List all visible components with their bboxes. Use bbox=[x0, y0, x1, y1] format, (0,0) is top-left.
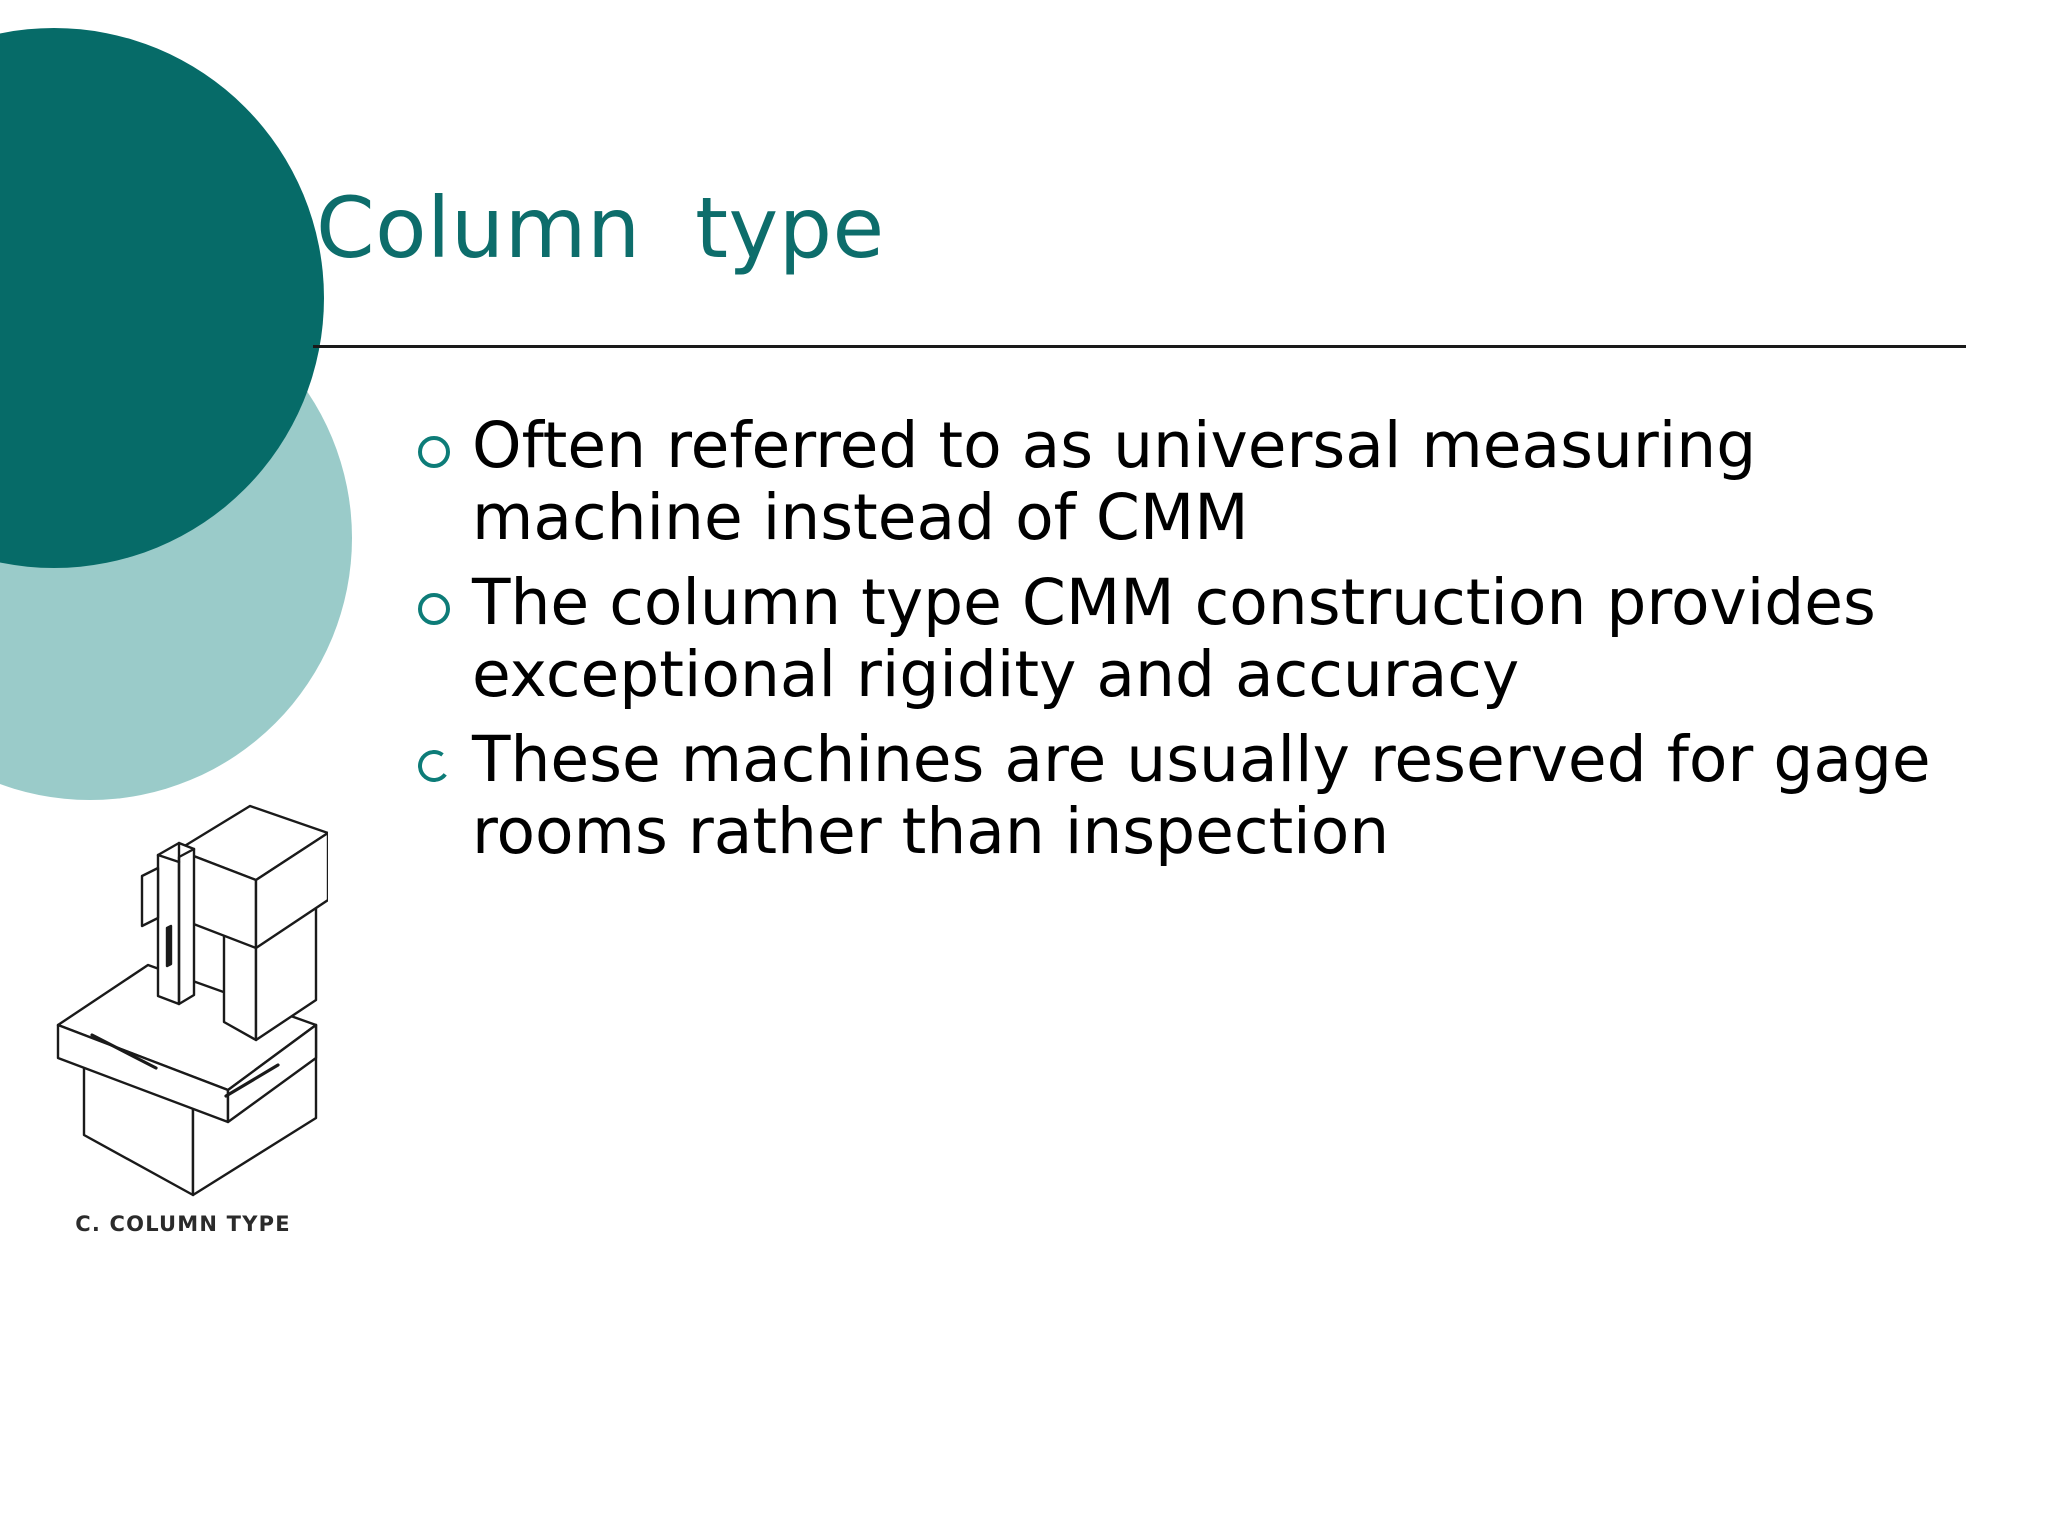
list-item: Often referred to as universal measuring… bbox=[418, 409, 1948, 555]
column-type-cmm-figure: C. COLUMN TYPE bbox=[38, 800, 338, 1236]
list-item-label: These machines are usually reserved for … bbox=[472, 722, 1931, 869]
list-item-label: Often referred to as universal measuring… bbox=[472, 409, 1757, 555]
page-title: Column type bbox=[316, 179, 885, 277]
list-item-label: The column type CMM construction provide… bbox=[472, 565, 1876, 712]
hollow-circle-bullet-icon bbox=[415, 747, 453, 784]
bullet-list: Often referred to as universal measuring… bbox=[415, 409, 1948, 881]
list-item: The column type CMM construction provide… bbox=[418, 565, 1948, 712]
hollow-circle-bullet-icon bbox=[418, 592, 450, 625]
list-item: These machines are usually reserved for … bbox=[415, 722, 1948, 869]
figure-caption: C. COLUMN TYPE bbox=[75, 1212, 291, 1236]
cmm-machine-icon bbox=[56, 804, 328, 1197]
slide-title-block: Column type bbox=[316, 186, 1966, 270]
hollow-circle-bullet-icon bbox=[418, 436, 450, 468]
title-divider bbox=[313, 345, 1966, 348]
